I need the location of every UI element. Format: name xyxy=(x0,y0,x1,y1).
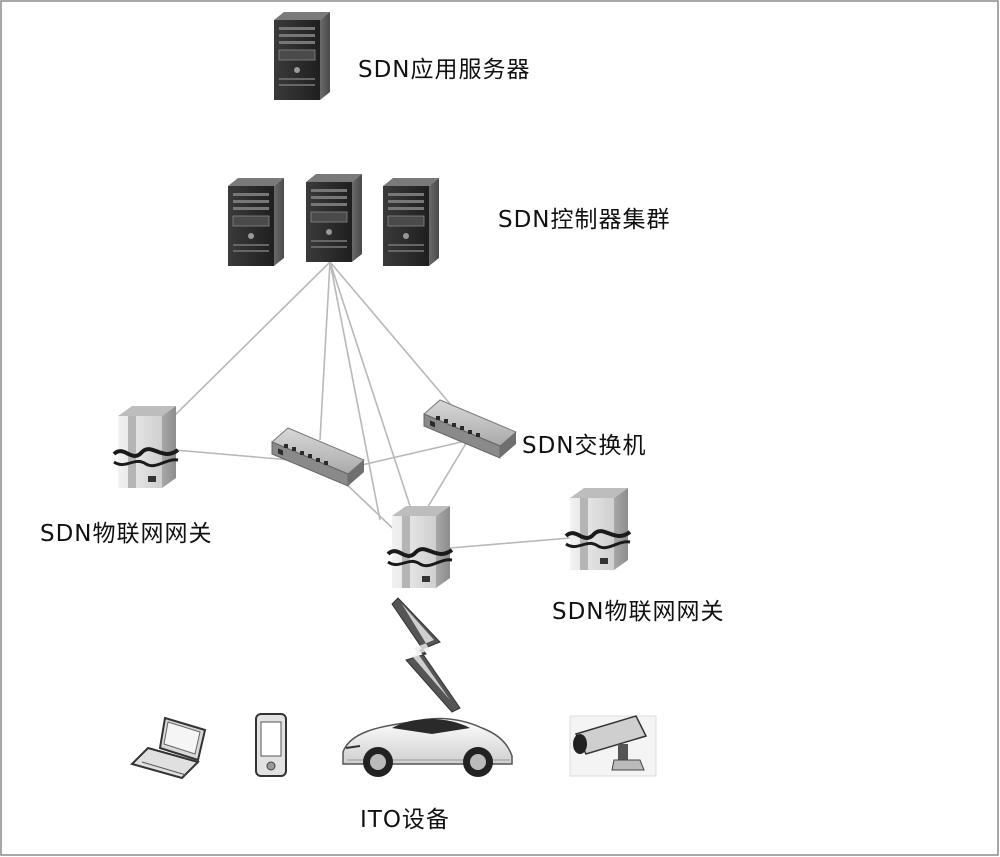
switch-right-icon xyxy=(423,399,517,459)
link-gateway-left-switch-left xyxy=(174,449,291,461)
link-controller-switch-left xyxy=(319,261,331,441)
link-controller-gateway-left xyxy=(169,261,331,421)
connection-lines xyxy=(169,261,571,549)
smartphone-icon xyxy=(255,713,287,777)
app-server-icon xyxy=(273,11,331,101)
label-app-server: SDN应用服务器 xyxy=(358,57,531,83)
controller-server-1-icon xyxy=(227,177,285,267)
link-controller-switch-right xyxy=(329,261,469,426)
switch-left-icon xyxy=(271,427,365,487)
security-camera-icon xyxy=(569,715,657,777)
controller-server-2-icon xyxy=(305,173,363,263)
label-gateway-right: SDN物联网网关 xyxy=(552,599,725,625)
link-controller-gateway-center-2 xyxy=(329,261,381,521)
label-gateway-left: SDN物联网网关 xyxy=(40,521,213,547)
laptop-icon xyxy=(130,716,207,780)
switch-ports xyxy=(284,416,480,465)
gateway-center-icon xyxy=(386,504,454,590)
link-gateway-center-gateway-right xyxy=(449,537,571,549)
gateway-left-icon xyxy=(112,404,180,490)
car-icon xyxy=(342,717,513,777)
lightning-bolt-icon xyxy=(391,597,461,713)
label-ito-devices: ITO设备 xyxy=(360,807,450,833)
gateway-right-icon xyxy=(564,486,632,572)
label-controller-cluster: SDN控制器集群 xyxy=(498,207,671,233)
controller-server-3-icon xyxy=(382,177,440,267)
link-controller-gateway-center xyxy=(329,261,413,513)
label-switch: SDN交换机 xyxy=(522,433,647,459)
